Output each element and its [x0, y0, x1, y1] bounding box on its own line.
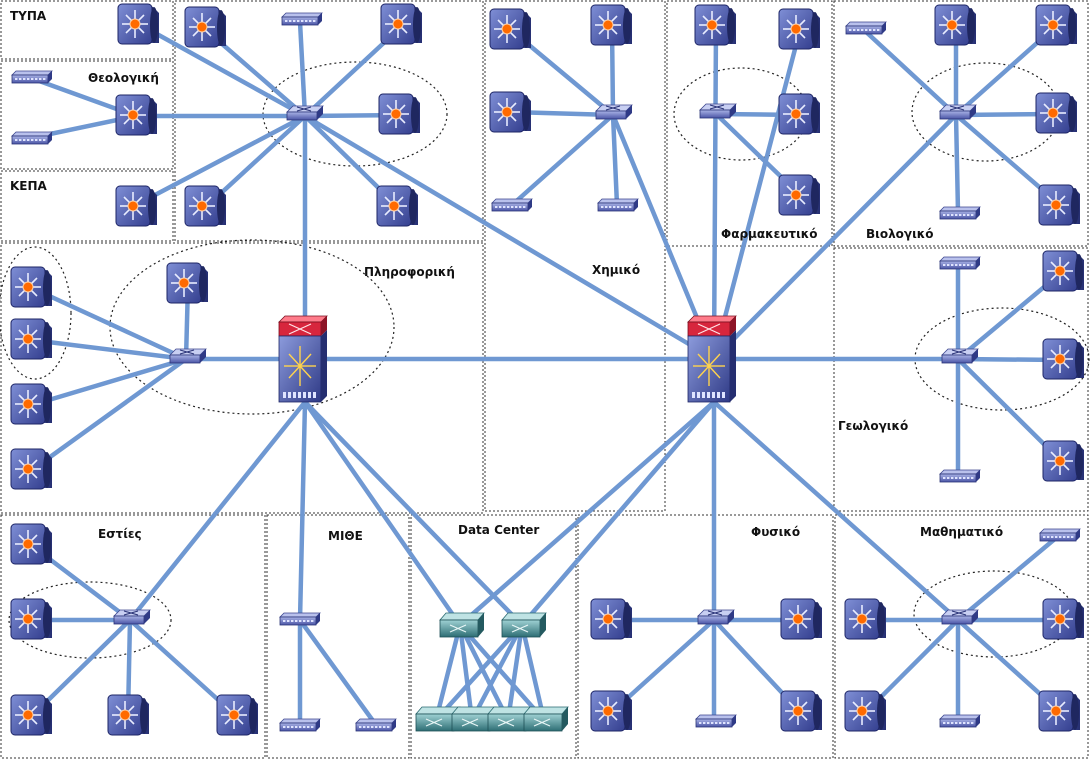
layer3-switch-icon	[934, 4, 977, 46]
workgroup-switch-icon	[941, 609, 979, 625]
zone-label-viologiko: Βιολογικό	[866, 227, 934, 241]
workgroup-switch-icon	[169, 348, 207, 364]
workgroup-switch-icon	[939, 104, 977, 120]
layer3-switch-icon	[1038, 690, 1081, 732]
hub-icon	[939, 256, 981, 270]
layer3-switch-icon	[844, 598, 887, 640]
layer3-switch-icon	[184, 6, 227, 48]
layer3-switch-icon	[1042, 598, 1085, 640]
hub-icon	[279, 612, 321, 626]
layer3-switch-icon	[10, 383, 53, 425]
hub-icon	[939, 714, 981, 728]
hub-icon	[939, 469, 981, 483]
datacenter-switch-icon	[439, 612, 485, 638]
layer3-switch-icon	[590, 598, 633, 640]
zone-label-ximiko: Χημικό	[592, 263, 640, 277]
zone-labels: ΤΥΠΑ Θεολογική ΚΕΠΑ Πληροφορική Χημικό Φ…	[10, 9, 1003, 543]
layer3-switch-icon	[184, 185, 227, 227]
layer3-switch-icon	[378, 93, 421, 135]
layer3-switch-icon	[376, 185, 419, 227]
layer3-switch-icon	[10, 523, 53, 565]
core-router-icon	[278, 315, 328, 403]
layer3-switch-icon	[10, 598, 53, 640]
datacenter-switch-icon	[523, 706, 569, 732]
layer3-switch-icon	[115, 94, 158, 136]
workgroup-switch-icon	[113, 609, 151, 625]
layer3-switch-icon	[115, 185, 158, 227]
zone-label-farmakeftiko: Φαρμακευτικό	[721, 227, 818, 241]
workgroup-switch-icon	[941, 348, 979, 364]
layer3-switch-icon	[10, 694, 53, 736]
layer3-switch-icon	[590, 690, 633, 732]
layer3-switch-icon	[489, 91, 532, 133]
layer3-switch-icon	[780, 598, 823, 640]
layer3-switch-icon	[489, 8, 532, 50]
workgroup-switch-icon	[699, 103, 737, 119]
layer3-switch-icon	[780, 690, 823, 732]
layer3-switch-icon	[1035, 92, 1078, 134]
hub-icon	[281, 12, 323, 26]
layer3-switch-icon	[166, 262, 209, 304]
hub-icon	[845, 21, 887, 35]
zone-label-kepa: ΚΕΠΑ	[10, 179, 48, 193]
zone-label-theologiki: Θεολογική	[88, 71, 159, 85]
zone-label-datacenter: Data Center	[458, 523, 539, 537]
layer3-switch-icon	[1038, 184, 1081, 226]
layer3-switch-icon	[778, 8, 821, 50]
workgroup-switch-icon	[697, 609, 735, 625]
zone-label-mithe: ΜΙΘΕ	[328, 529, 363, 543]
layer3-switch-icon	[1035, 4, 1078, 46]
hub-icon	[491, 198, 533, 212]
layer3-switch-icon	[10, 266, 53, 308]
layer3-switch-icon	[1042, 338, 1085, 380]
layer3-switch-icon	[694, 4, 737, 46]
zone-label-fysiko: Φυσικό	[751, 525, 800, 539]
layer3-switch-icon	[10, 318, 53, 360]
hub-icon	[939, 206, 981, 220]
zone-label-pliroforiki: Πληροφορική	[364, 265, 455, 279]
layer3-switch-icon	[117, 3, 160, 45]
hub-icon	[11, 131, 53, 145]
layer3-switch-icon	[107, 694, 150, 736]
core-router-icon	[687, 315, 737, 403]
hub-icon	[11, 70, 53, 84]
layer3-switch-icon	[1042, 250, 1085, 292]
hub-icon	[279, 718, 321, 732]
layer3-switch-icon	[778, 93, 821, 135]
zone-label-esties: Εστίες	[98, 527, 142, 541]
hub-icon	[695, 714, 737, 728]
workgroup-switch-icon	[595, 104, 633, 120]
workgroup-switch-icon	[286, 105, 324, 121]
layer3-switch-icon	[10, 448, 53, 490]
layer3-switch-icon	[1042, 440, 1085, 482]
layer3-switch-icon	[844, 690, 887, 732]
datacenter-switch-icon	[501, 612, 547, 638]
hub-icon	[1039, 528, 1081, 542]
zone-label-geologiko: Γεωλογικό	[838, 419, 908, 433]
hub-icon	[355, 718, 397, 732]
layer3-switch-icon	[216, 694, 259, 736]
zone-label-typa: ΤΥΠΑ	[10, 9, 47, 23]
hub-icon	[597, 198, 639, 212]
layer3-switch-icon	[380, 3, 423, 45]
network-links	[28, 19, 1065, 728]
layer3-switch-icon	[590, 4, 633, 46]
layer3-switch-icon	[778, 174, 821, 216]
zone-label-mathimatiko: Μαθηματικό	[920, 525, 1003, 539]
